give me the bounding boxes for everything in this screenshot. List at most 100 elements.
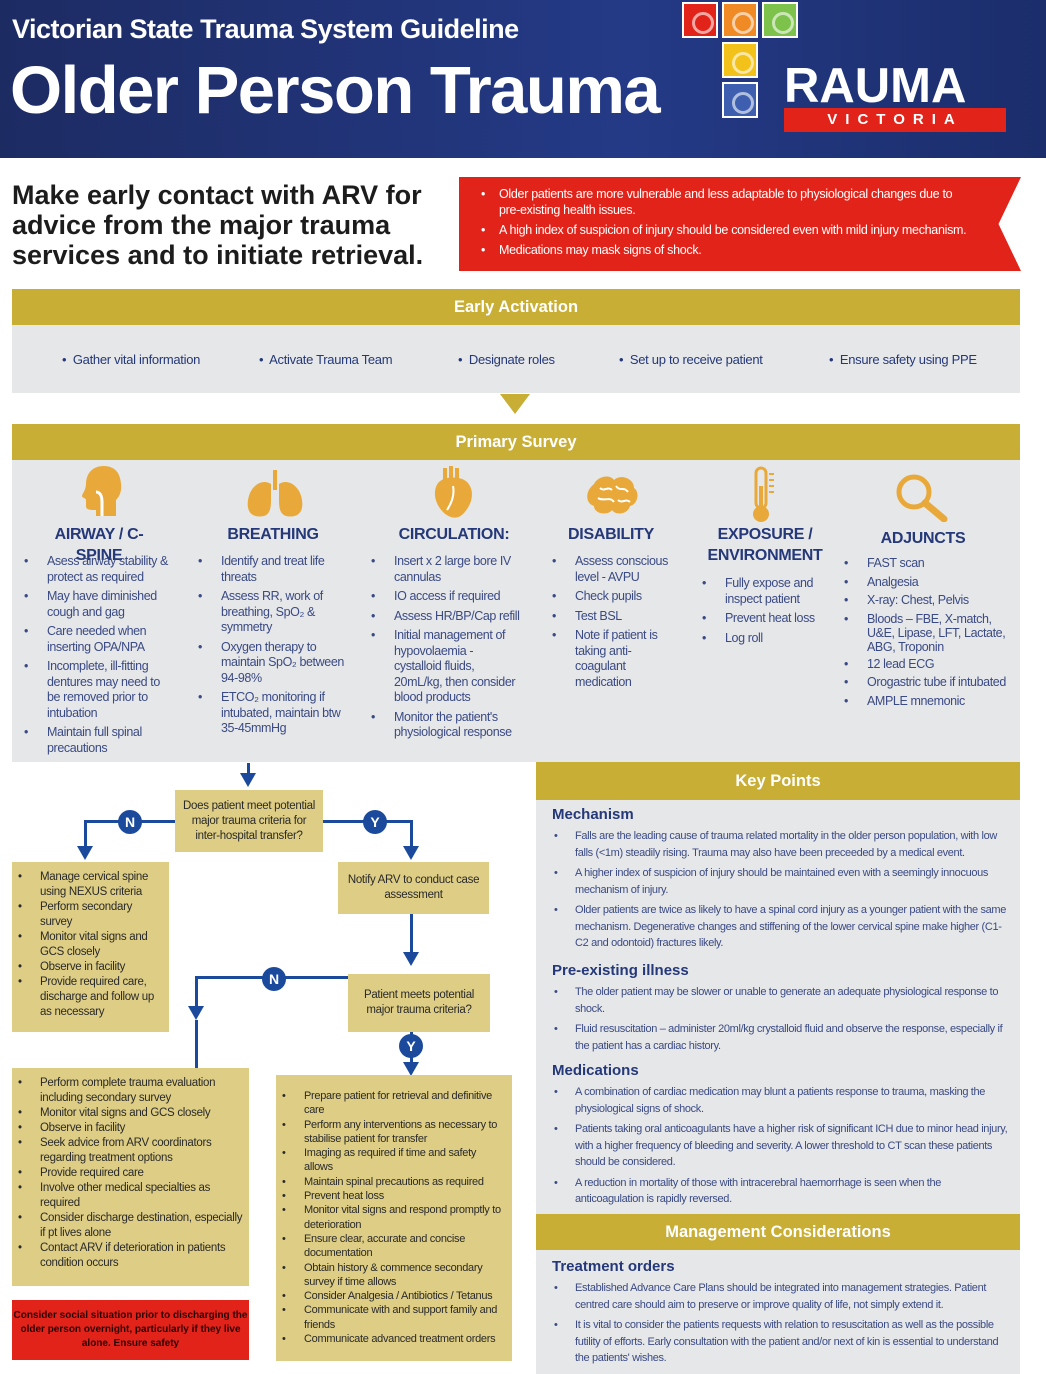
- logo-wordmark: RAUMA: [784, 59, 967, 113]
- adjuncts-item: Analgesia: [844, 575, 1010, 591]
- brain-icon: [587, 476, 638, 514]
- airway-item: Incomplete, ill-fitting dentures may nee…: [24, 659, 174, 721]
- breathing-item: ETCO₂ monitoring if intubated, maintain …: [198, 690, 348, 737]
- warning-box: Older patients are more vulnerable and l…: [459, 177, 1021, 271]
- flow-item: Contact ARV if deterioration in patients…: [12, 1241, 243, 1271]
- adjuncts-item: Orogastric tube if intubated: [844, 675, 1010, 691]
- exposure-heading: EXPOSURE /ENVIRONMENT: [707, 526, 823, 564]
- key-points-bar: Key Points: [536, 762, 1020, 800]
- circulation-item: Insert x 2 large bore IV cannulas: [371, 554, 523, 585]
- early-activation-panel: [12, 325, 1020, 393]
- adjuncts-item: Bloods – FBE, X-match, U&E, Lipase, LFT,…: [844, 612, 1010, 654]
- adjuncts-item: 12 lead ECG: [844, 657, 1010, 673]
- flow-item: Prevent heat loss: [276, 1189, 506, 1204]
- flow-item: Involve other medical specialties as req…: [12, 1181, 243, 1211]
- flow-connector: [195, 976, 198, 1010]
- no-badge: N: [118, 810, 142, 834]
- social-situation-warning: Consider social situation prior to disch…: [12, 1300, 249, 1360]
- flow-item: Maintain spinal precautions as required: [276, 1175, 506, 1190]
- disability-item: Check pupils: [552, 589, 672, 605]
- warning-item: Medications may mask signs of shock.: [475, 242, 971, 258]
- logo-subtext: VICTORIA: [784, 108, 1006, 132]
- head-airway-icon: [82, 466, 122, 516]
- breathing-item: Oxygen therapy to maintain SpO₂ between …: [198, 640, 348, 687]
- retrieval-preparation-box: Prepare patient for retrieval and defini…: [276, 1075, 512, 1361]
- adjuncts-item: FAST scan: [844, 556, 1010, 572]
- flow-item: Provide required care, discharge and fol…: [12, 975, 163, 1020]
- flow-item: Observe in facility: [12, 1121, 243, 1136]
- flow-item: Communicate advanced treatment orders: [276, 1332, 506, 1347]
- breathing-item: Assess RR, work of breathing, SpO₂ & sym…: [198, 589, 348, 636]
- trauma-evaluation-box: Perform complete trauma evaluation inclu…: [12, 1068, 249, 1286]
- key-point-item: Older patients are twice as likely to ha…: [552, 902, 1008, 952]
- warning-item: A high index of suspicion of injury shou…: [475, 222, 971, 238]
- flow-arrow-icon: [240, 773, 256, 787]
- mechanism-heading: Mechanism: [552, 806, 634, 823]
- lead-text: Make early contact with ARV for advice f…: [12, 180, 424, 270]
- activation-item: • Gather vital information: [62, 352, 201, 367]
- flow-arrow-icon: [77, 846, 93, 860]
- activation-item: • Activate Trauma Team: [259, 352, 393, 367]
- activation-item: • Ensure safety using PPE: [829, 352, 977, 367]
- circulation-item: IO access if required: [371, 589, 523, 605]
- airway-item: May have diminished cough and gag: [24, 589, 174, 620]
- key-point-item: A combination of cardiac medication may …: [552, 1084, 1008, 1117]
- flow-item: Perform secondary survey: [12, 900, 163, 930]
- early-activation-bar: Early Activation: [12, 289, 1020, 325]
- flow-connector: [410, 820, 413, 850]
- key-point-item: The older patient may be slower or unabl…: [552, 984, 1008, 1017]
- flow-item: Obtain history & commence secondary surv…: [276, 1261, 506, 1290]
- key-point-item: Patients taking oral anticoagulants have…: [552, 1121, 1008, 1171]
- preexisting-heading: Pre-existing illness: [552, 962, 689, 979]
- thermometer-icon: [753, 466, 774, 522]
- key-point-item: Established Advance Care Plans should be…: [552, 1280, 1008, 1313]
- flow-connector: [84, 820, 87, 850]
- disability-heading: DISABILITY: [568, 526, 654, 543]
- airway-item: Asess airway stability & protect as requ…: [24, 554, 174, 585]
- disability-item: Note if patient is taking anti-coagulant…: [552, 628, 672, 690]
- flow-item: Imaging as required if time and safety a…: [276, 1146, 506, 1175]
- yes-badge: Y: [399, 1034, 423, 1058]
- heart-icon: [434, 466, 472, 518]
- flow-arrow-icon: [403, 846, 419, 860]
- breathing-item: Identify and treat life threats: [198, 554, 348, 585]
- airway-item: Maintain full spinal precautions: [24, 725, 174, 756]
- flow-item: Consider Analgesia / Antibiotics / Tetan…: [276, 1289, 506, 1304]
- flow-connector: [410, 914, 413, 954]
- medications-heading: Medications: [552, 1062, 639, 1079]
- flow-connector: [195, 1020, 198, 1068]
- exposure-item: Log roll: [702, 631, 822, 647]
- lungs-icon: [247, 470, 303, 517]
- circulation-heading: CIRCULATION:: [398, 526, 510, 543]
- flow-item: Manage cervical spine using NEXUS criter…: [12, 870, 163, 900]
- management-bar: Management Considerations: [536, 1214, 1020, 1250]
- key-point-item: Fluid resuscitation – administer 20ml/kg…: [552, 1021, 1008, 1054]
- flow-item: Monitor vital signs and GCS closely: [12, 1106, 243, 1121]
- flow-arrow-icon: [403, 1062, 419, 1076]
- adjuncts-heading: ADJUNCTS: [880, 530, 966, 547]
- flow-item: Monitor vital signs and GCS closely: [12, 930, 163, 960]
- flow-item: Seek advice from ARV coordinators regard…: [12, 1136, 243, 1166]
- disability-item: Assess conscious level - AVPU: [552, 554, 672, 585]
- magnifier-icon: [896, 474, 948, 522]
- disability-item: Test BSL: [552, 609, 672, 625]
- non-major-trauma-box: Manage cervical spine using NEXUS criter…: [12, 862, 169, 1032]
- flow-item: Perform complete trauma evaluation inclu…: [12, 1076, 243, 1106]
- major-trauma-question: Patient meets potential major trauma cri…: [348, 974, 490, 1032]
- circulation-item: Assess HR/BP/Cap refill: [371, 609, 523, 625]
- flow-item: Observe in facility: [12, 960, 163, 975]
- treatment-heading: Treatment orders: [552, 1258, 675, 1275]
- flow-item: Ensure clear, accurate and concise docum…: [276, 1232, 506, 1261]
- notify-arv-box: Notify ARV to conduct case assessment: [338, 862, 489, 914]
- warning-item: Older patients are more vulnerable and l…: [475, 186, 971, 218]
- flow-item: Provide required care: [12, 1166, 243, 1181]
- page-title: Older Person Trauma: [10, 53, 661, 128]
- breathing-heading: BREATHING: [227, 526, 319, 543]
- adjuncts-item: AMPLE mnemonic: [844, 694, 1010, 710]
- primary-survey-bar: Primary Survey: [12, 424, 1020, 460]
- adjuncts-item: X-ray: Chest, Pelvis: [844, 593, 1010, 609]
- key-point-item: It is vital to consider the patients req…: [552, 1317, 1008, 1367]
- flow-item: Communicate with and support family and …: [276, 1303, 506, 1332]
- key-point-item: Falls are the leading cause of trauma re…: [552, 828, 1008, 861]
- flow-item: Prepare patient for retrieval and defini…: [276, 1089, 506, 1118]
